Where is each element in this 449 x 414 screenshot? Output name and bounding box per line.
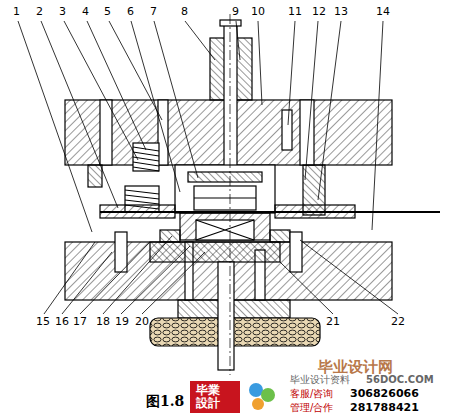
- callout-number: 2: [36, 6, 43, 17]
- logo-text: 毕業設計: [196, 384, 224, 410]
- callout-number: 14: [376, 6, 390, 17]
- contact-label: 管理/合作: [290, 403, 333, 413]
- callout-number: 6: [127, 6, 134, 17]
- callout-number: 10: [251, 6, 265, 17]
- watermark-text: 56DOC.COM: [366, 375, 434, 385]
- figure-caption: 图1.8: [146, 394, 184, 408]
- callout-number: 3: [59, 6, 66, 17]
- callout-number: 16: [55, 316, 69, 327]
- callout-number: 12: [312, 6, 326, 17]
- callout-number: 8: [181, 6, 188, 17]
- callout-number: 9: [232, 6, 239, 17]
- contact-number: 281788421: [350, 402, 419, 413]
- callout-number: 19: [115, 316, 129, 327]
- callout-number: 7: [150, 6, 157, 17]
- contact-number: 306826066: [350, 388, 419, 399]
- callout-number: 4: [82, 6, 89, 17]
- callout-number: 5: [104, 6, 111, 17]
- contact-label: 客服/咨询: [290, 389, 333, 399]
- callout-number: 21: [326, 316, 340, 327]
- callout-number: 15: [36, 316, 50, 327]
- callout-number: 11: [288, 6, 302, 17]
- callout-number: 20: [135, 316, 149, 327]
- watermark-text: 毕业设计网: [318, 360, 393, 375]
- callout-number: 22: [391, 316, 405, 327]
- watermark-text: 毕业设计资料: [290, 375, 350, 385]
- callout-number: 13: [334, 6, 348, 17]
- callout-number: 17: [73, 316, 87, 327]
- callout-number: 18: [96, 316, 110, 327]
- callout-number: 1: [13, 6, 20, 17]
